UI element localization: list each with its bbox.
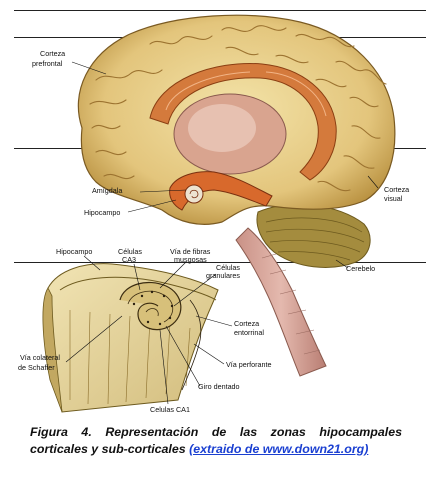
svg-text:Corteza: Corteza (40, 49, 65, 58)
label-via-fibras-musgosas: musgosas (174, 255, 207, 264)
label-corteza-entorrinal: Corteza (234, 319, 259, 328)
svg-text:de Schaffer: de Schaffer (18, 363, 55, 372)
label-via-colateral-schaffer: Vía colateral (20, 353, 60, 362)
label-cerebelo: Cerebelo (346, 264, 375, 273)
svg-text:Células: Células (118, 247, 142, 256)
caption-text: Figura 4. Representación de las zonas hi… (30, 425, 402, 456)
label-hipocampo: Hipocampo (84, 208, 120, 217)
svg-text:entorrinal: entorrinal (234, 328, 264, 337)
label-celulas-ca1: Celulas CA1 (150, 405, 190, 414)
brain-illustration: Corteza prefrontal Amígdala Hipocampo Co… (18, 14, 409, 414)
label-corteza-entorrinal: entorrinal (234, 328, 264, 337)
label-corteza-prefrontal: prefrontal (32, 59, 63, 68)
figure-caption: Figura 4. Representación de las zonas hi… (30, 424, 402, 458)
svg-text:Células: Células (216, 263, 240, 272)
svg-text:Vía de fibras: Vía de fibras (170, 247, 211, 256)
label-corteza-prefrontal: Corteza (40, 49, 65, 58)
limbic-arc (149, 63, 337, 181)
svg-text:Corteza: Corteza (384, 185, 409, 194)
svg-text:CA3: CA3 (122, 255, 136, 264)
label-amigdala: Amígdala (92, 186, 122, 195)
source-link[interactable]: (extraido de www.down21.org) (189, 442, 369, 456)
label-celulas-granulares: granulares (206, 271, 240, 280)
horizontal-rule (14, 10, 426, 11)
amygdala (184, 184, 204, 204)
label-via-colateral-schaffer: de Schaffer (18, 363, 55, 372)
svg-text:musgosas: musgosas (174, 255, 207, 264)
label-via-fibras-musgosas: Vía de fibras (170, 247, 211, 256)
label-hipocampo-inset: Hipocampo (56, 247, 92, 256)
hippocampus (169, 171, 273, 211)
svg-text:Corteza: Corteza (234, 319, 259, 328)
horizontal-rule (14, 262, 426, 263)
label-corteza-visual: Corteza (384, 185, 409, 194)
hippocampal-section-inset (42, 263, 219, 413)
label-celulas-granulares: Células (216, 263, 240, 272)
svg-text:Vía colateral: Vía colateral (20, 353, 60, 362)
label-celulas-ca3: CA3 (122, 255, 136, 264)
svg-text:prefrontal: prefrontal (32, 59, 63, 68)
label-celulas-ca3: Células (118, 247, 142, 256)
svg-text:granulares: granulares (206, 271, 240, 280)
label-via-perforante: Vía perforante (226, 360, 272, 369)
label-corteza-visual: visual (384, 194, 403, 203)
label-giro-dentado: Giro dentado (198, 382, 240, 391)
brainstem (235, 227, 327, 377)
svg-text:visual: visual (384, 194, 403, 203)
